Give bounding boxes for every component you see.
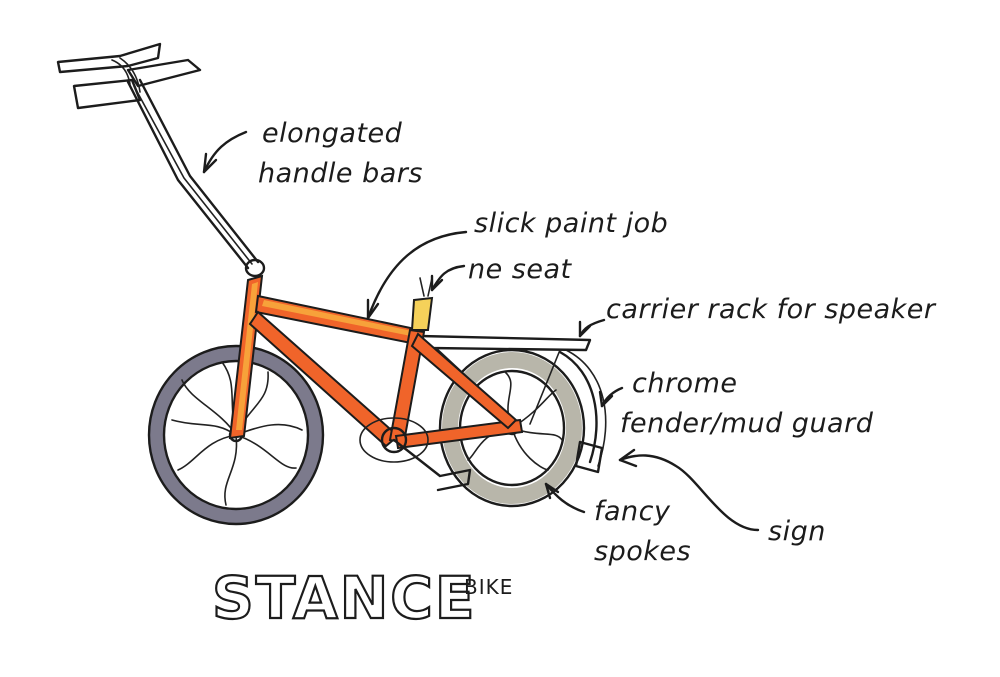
label-seat: ne seat <box>468 254 573 285</box>
seat <box>410 277 434 331</box>
rear-sign <box>574 440 604 474</box>
bike-frame <box>228 274 524 492</box>
sign-leader <box>618 454 760 532</box>
label-spokes-line1: fancy <box>594 496 671 527</box>
label-fender-line2: fender/mud guard <box>620 408 874 439</box>
paint-leader <box>366 230 468 320</box>
title-stance: STANCE <box>212 564 476 632</box>
title-bike: BIKE <box>464 575 513 599</box>
handlebars-leader <box>202 130 248 174</box>
label-spokes-line2: spokes <box>594 536 691 567</box>
label-handlebars-line1: elongated <box>262 118 403 149</box>
leader-lines <box>202 130 760 532</box>
handlebars <box>56 42 266 278</box>
label-handlebars-line2: handle bars <box>258 158 423 189</box>
label-paint-job: slick paint job <box>474 208 668 239</box>
label-fender-line1: chrome <box>632 368 738 399</box>
label-carrier-rack: carrier rack for speaker <box>606 294 937 325</box>
label-sign: sign <box>768 516 826 547</box>
